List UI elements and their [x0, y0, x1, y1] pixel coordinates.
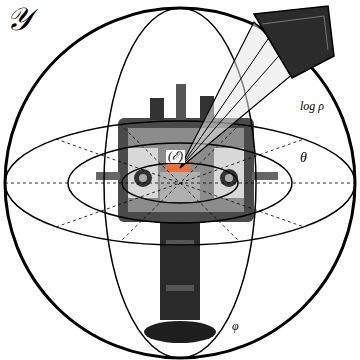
axis-label: log ρ	[298, 100, 326, 113]
axis-label: φ	[230, 320, 241, 333]
center-label: (ℰ)	[166, 150, 185, 163]
sensor-cone	[180, 6, 334, 168]
set-symbol: 𝒴	[6, 2, 31, 37]
axis-label: θ	[298, 150, 309, 165]
